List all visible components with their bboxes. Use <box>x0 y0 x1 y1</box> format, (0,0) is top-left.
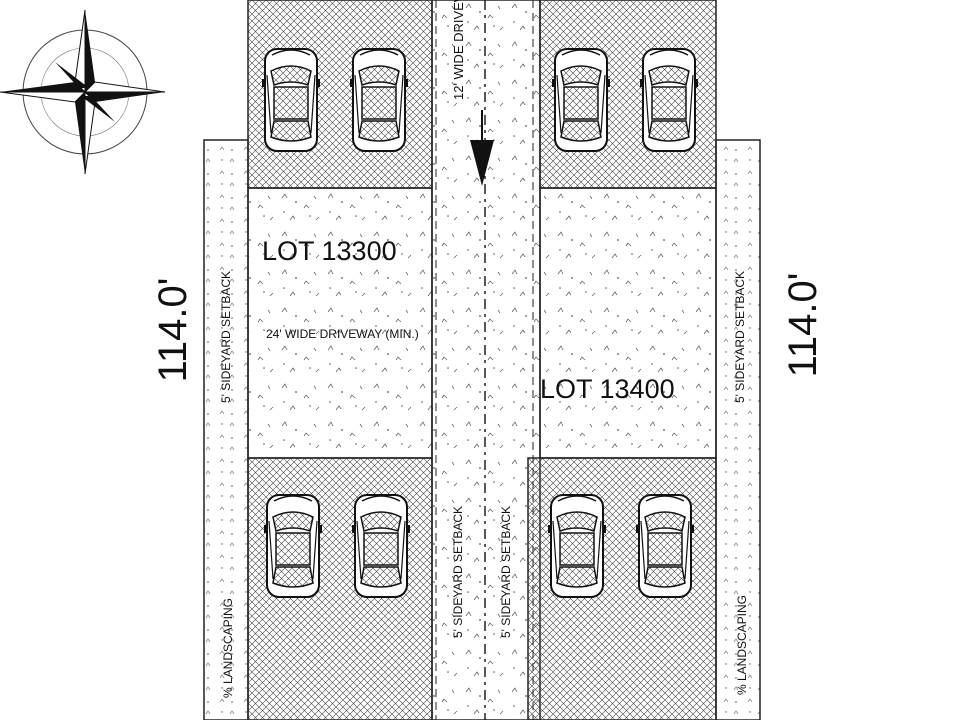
driveway-12ft <box>431 0 541 720</box>
car-icon <box>262 47 320 153</box>
dimension-left: 114.0' <box>151 278 195 383</box>
lot-13400-area <box>539 187 717 459</box>
car-icon <box>548 493 606 599</box>
landscaping-strip-left <box>203 139 249 720</box>
setback-label-right: 5' SIDEYARD SETBACK <box>733 271 747 403</box>
lot-13400-label: LOT 13400 <box>540 374 675 404</box>
traffic-arrow-icon <box>470 110 494 186</box>
dimension-right: 114.0' <box>781 273 825 378</box>
landscaping-label-left: % LANDSCAPING <box>221 598 235 698</box>
compass-rose-icon <box>0 9 166 175</box>
car-icon <box>552 47 610 153</box>
lot-13300-label: LOT 13300 <box>262 236 397 266</box>
setback-label-center-right: 5' SIDEYARD SETBACK <box>499 506 513 638</box>
driveway-24ft-label: 24' WIDE DRIVEWAY (MIN.) <box>266 327 419 341</box>
landscaping-strip-right <box>715 139 761 720</box>
setback-label-center-left: 5' SIDEYARD SETBACK <box>451 506 465 638</box>
car-icon <box>640 47 698 153</box>
car-icon <box>350 47 408 153</box>
driveway-12ft-label: 12' WIDE DRIVEWAY <box>451 0 466 100</box>
landscaping-label-right: % LANDSCAPING <box>735 595 749 695</box>
setback-label-left: 5' SIDEYARD SETBACK <box>219 271 233 403</box>
car-icon <box>352 493 410 599</box>
car-icon <box>636 493 694 599</box>
car-icon <box>264 493 322 599</box>
lot-13300-area <box>247 187 433 459</box>
